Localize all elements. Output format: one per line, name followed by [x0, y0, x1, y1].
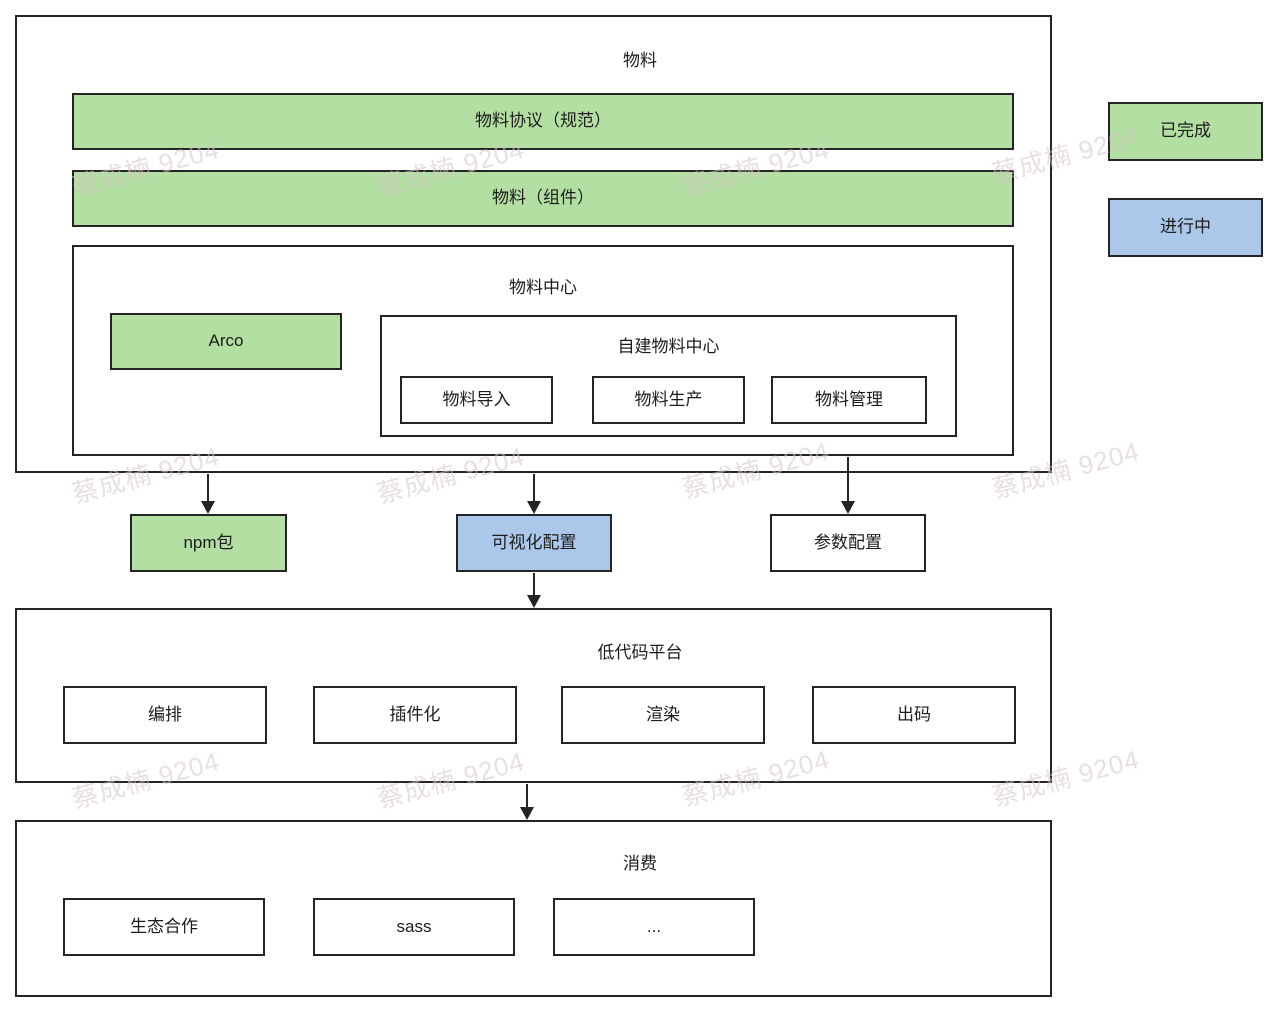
npm-package-box: npm包 — [130, 514, 287, 572]
material-produce-box: 物料生产 — [592, 376, 745, 424]
arrow-to-param-head — [841, 501, 855, 514]
materials-component-box: 物料（组件） — [72, 170, 1014, 227]
material-manage-box: 物料管理 — [771, 376, 927, 424]
materials-protocol-box: 物料协议（规范） — [72, 93, 1014, 150]
legend-done-box: 已完成 — [1108, 102, 1263, 161]
arco-box: Arco — [110, 313, 342, 370]
arrow-to-consumption-line — [526, 784, 528, 807]
orchestration-box: 编排 — [63, 686, 267, 744]
arrow-to-visual-head — [527, 501, 541, 514]
materials-title: 物料 — [623, 51, 657, 70]
visual-config-box: 可视化配置 — [456, 514, 612, 572]
arrow-to-npm-line — [207, 474, 209, 501]
pluginization-box: 插件化 — [313, 686, 517, 744]
more-box: ... — [553, 898, 755, 956]
arrow-to-param-line — [847, 457, 849, 501]
render-box: 渲染 — [561, 686, 765, 744]
material-center-title: 物料中心 — [509, 278, 577, 297]
material-import-box: 物料导入 — [400, 376, 553, 424]
arrow-to-consumption-head — [520, 807, 534, 820]
codegen-box: 出码 — [812, 686, 1016, 744]
legend-in-progress-box: 进行中 — [1108, 198, 1263, 257]
arrow-to-npm-head — [201, 501, 215, 514]
consumption-title: 消费 — [623, 854, 657, 873]
arrow-to-lowcode-head — [527, 595, 541, 608]
self-built-center-title: 自建物料中心 — [617, 337, 720, 356]
arrow-to-visual-line — [533, 474, 535, 501]
arrow-to-lowcode-line — [533, 573, 535, 595]
eco-cooperation-box: 生态合作 — [63, 898, 265, 956]
param-config-box: 参数配置 — [770, 514, 926, 572]
lowcode-platform-title: 低代码平台 — [597, 643, 683, 662]
sass-box: sass — [313, 898, 515, 956]
